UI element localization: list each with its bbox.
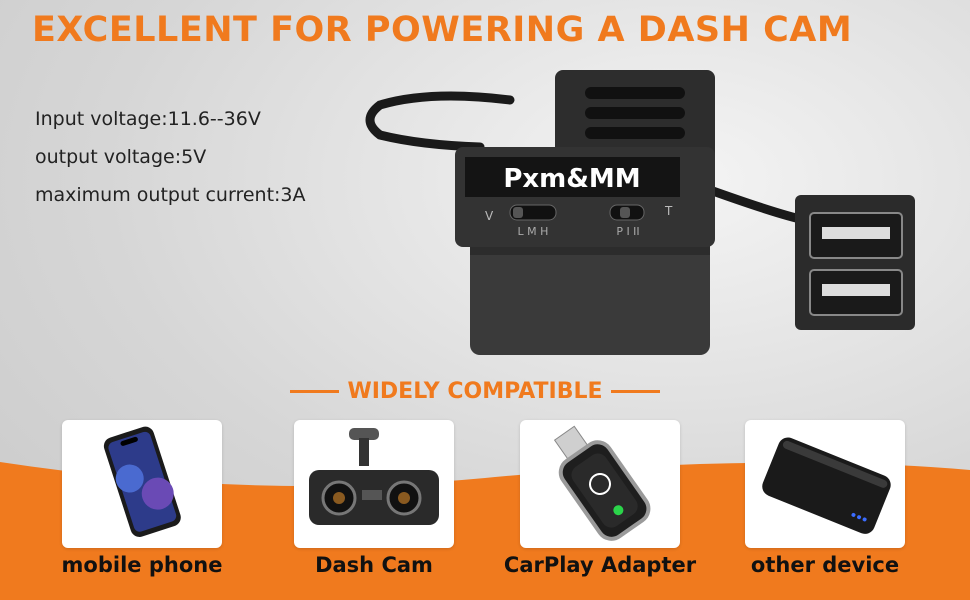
compat-line-left <box>290 389 340 393</box>
carplay-adapter-icon <box>553 425 651 541</box>
spec-output-voltage: output voltage:5V <box>35 146 207 168</box>
card-other-device <box>745 420 905 548</box>
obd-adapter-image: Pxm&MM V L M H P I II T <box>365 70 915 355</box>
label-mobile-phone: mobile phone <box>61 553 223 577</box>
dash-cam-icon <box>309 428 439 525</box>
label-dash-cam: Dash Cam <box>315 553 433 577</box>
device-brand-label: Pxm&MM <box>503 164 640 194</box>
label-carplay-adapter: CarPlay Adapter <box>503 553 697 577</box>
compatible-title: WIDELY COMPATIBLE <box>347 378 603 404</box>
compat-line-right <box>610 389 661 393</box>
power-bank-icon <box>762 437 891 534</box>
card-mobile-phone <box>62 420 222 548</box>
switch-right-marks: P I II <box>616 225 639 238</box>
switch-left-marks: L M H <box>518 225 549 238</box>
spec-max-current: maximum output current:3A <box>35 184 306 206</box>
spec-list: Input voltage:11.6--36V output voltage:5… <box>35 100 306 214</box>
switch-right-letter: T <box>664 204 673 218</box>
spec-input-voltage: Input voltage:11.6--36V <box>35 108 261 130</box>
switch-left-letter: V <box>485 209 494 223</box>
page-headline: EXCELLENT FOR POWERING A DASH CAM <box>32 10 853 50</box>
smartphone-icon <box>103 426 181 537</box>
label-other-device: other device <box>750 553 900 577</box>
card-dash-cam <box>294 420 454 548</box>
card-carplay-adapter <box>520 420 680 548</box>
compatible-heading: WIDELY COMPATIBLE <box>290 375 661 407</box>
